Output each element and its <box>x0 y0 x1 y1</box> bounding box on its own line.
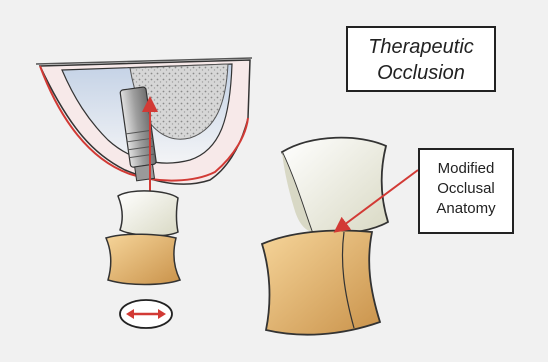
implant-abutment <box>135 164 155 180</box>
callout-label: Modified Occlusal Anatomy <box>418 148 514 234</box>
implant-crown <box>118 191 178 236</box>
opposing-tooth-right <box>262 231 380 335</box>
callout-line-1: Modified <box>420 159 512 179</box>
callout-line-2: Occlusal <box>420 179 512 199</box>
horizontal-movement-indicator <box>120 300 172 328</box>
restored-crown <box>282 138 388 234</box>
title-line-1: Therapeutic <box>348 34 494 60</box>
title-label: Therapeutic Occlusion <box>346 26 496 92</box>
opposing-tooth-left <box>106 234 180 284</box>
title-line-2: Occlusion <box>348 60 494 86</box>
callout-line-3: Anatomy <box>420 199 512 219</box>
